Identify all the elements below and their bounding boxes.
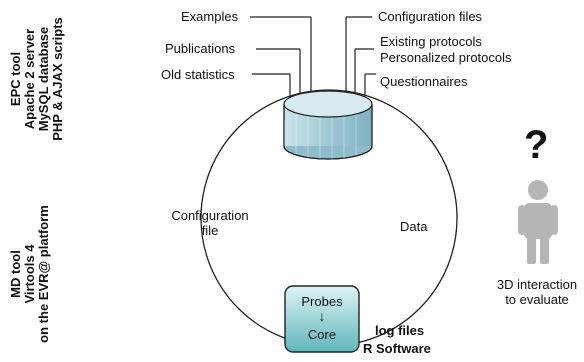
examples-label: Examples (181, 9, 239, 24)
md-line-3: on the EVR@ platform (36, 205, 51, 343)
md-line-1: MD tool (8, 250, 23, 298)
core-label: Core (307, 327, 337, 342)
data-label: Data (400, 219, 428, 234)
old-statistics-label: Old statistics (161, 67, 235, 82)
configuration-file-label: Configuration file (158, 208, 262, 238)
epc-tool-label: EPC tool Apache 2 server MySQL database … (8, 14, 69, 144)
epc-line-3: MySQL database (36, 26, 51, 132)
down-arrow-icon: ↓ (318, 308, 326, 324)
md-tool-label: MD tool Virtools 4 on the EVR@ platform (8, 199, 55, 349)
evaluation-caption: 3D interaction to evaluate (488, 277, 584, 307)
configuration-file-line-2: file (201, 223, 219, 238)
md-line-2: Virtools 4 (22, 244, 37, 304)
publications-label: Publications (165, 41, 236, 56)
questionnaires-label: Questionnaires (380, 74, 468, 89)
epc-line-1: EPC tool (8, 51, 23, 107)
epc-line-4: PHP & AJAX scripts (50, 17, 65, 141)
log-files-label: log files (375, 323, 425, 338)
database-cylinder-icon (283, 90, 373, 160)
epc-line-2: Apache 2 server (22, 28, 37, 130)
person-icon (518, 180, 558, 264)
evaluation-caption-line-2: to evaluate (505, 292, 569, 307)
core-box (284, 285, 360, 353)
configuration-file-line-1: Configuration (171, 208, 249, 223)
personalized-protocols-label: Personalized protocols (380, 50, 512, 65)
r-software-label: R Software (363, 341, 431, 356)
probes-label: Probes (301, 294, 343, 309)
evaluation-caption-line-1: 3D interaction (496, 277, 578, 292)
question-mark-icon: ? (524, 123, 549, 167)
existing-protocols-label: Existing protocols (380, 34, 482, 49)
configuration-files-label: Configuration files (378, 9, 483, 24)
